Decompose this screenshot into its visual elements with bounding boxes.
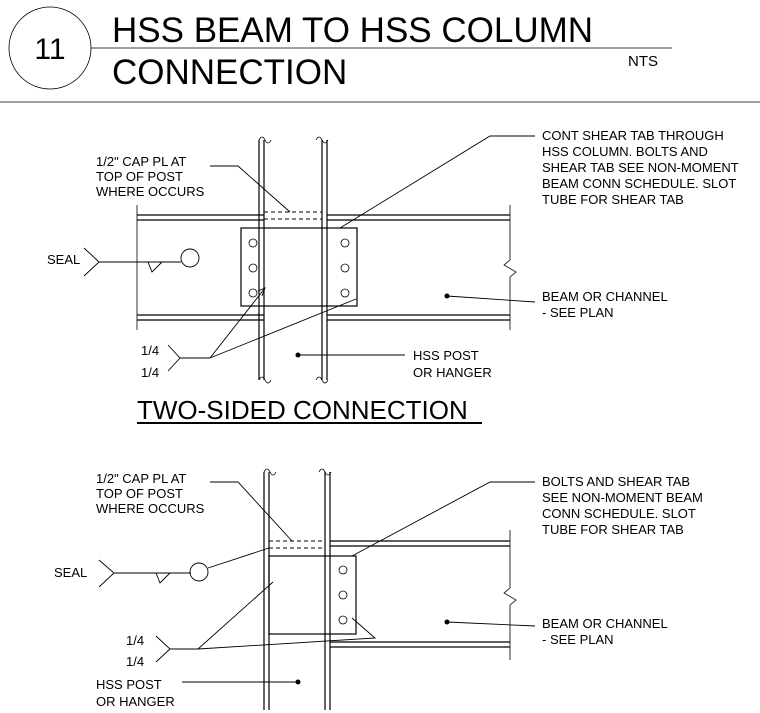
- detail-title-line1: HSS BEAM TO HSS COLUMN: [112, 11, 593, 50]
- bolt: [340, 288, 350, 298]
- hss-column-two-sided: [258, 136, 329, 384]
- bolt: [248, 238, 258, 248]
- beam-note: BEAM OR CHANNEL - SEE PLAN: [542, 289, 671, 320]
- two-sided-subtitle: TWO-SIDED CONNECTION: [137, 395, 468, 425]
- scale-label: NTS: [628, 53, 658, 70]
- weld-size-top: 1/4: [126, 633, 144, 648]
- beam-right: [327, 205, 517, 330]
- cap-plate-note: 1/2" CAP PL AT TOP OF POST WHERE OCCURS: [96, 154, 205, 199]
- weld-size-bottom: 1/4: [126, 654, 144, 669]
- hss-column-one-sided: [263, 468, 332, 710]
- weld-size-top: 1/4: [141, 343, 159, 358]
- field-weld-symbol: [189, 562, 209, 582]
- bolt: [248, 263, 258, 273]
- shear-tab-one-sided: [268, 555, 357, 635]
- weld-size-bottom: 1/4: [141, 365, 159, 380]
- detail-number: 11: [34, 33, 65, 66]
- two-sided-connection-detail: 1/2" CAP PL AT TOP OF POST WHERE OCCURS …: [47, 128, 742, 425]
- bolt: [338, 615, 348, 625]
- one-sided-connection-detail: 1/2" CAP PL AT TOP OF POST WHERE OCCURS …: [54, 468, 706, 710]
- title-block: 11 HSS BEAM TO HSS COLUMN CONNECTION NTS: [0, 6, 760, 103]
- post-note: HSS POST OR HANGER: [413, 348, 492, 380]
- bolt: [248, 288, 258, 298]
- field-weld-symbol: [180, 248, 200, 268]
- beam-one-sided: [330, 530, 517, 660]
- bolt: [338, 565, 348, 575]
- seal-label: SEAL: [47, 252, 80, 267]
- bolt: [340, 238, 350, 248]
- beam-left: [136, 205, 264, 330]
- beam-note: BEAM OR CHANNEL - SEE PLAN: [542, 616, 671, 647]
- bolt: [340, 263, 350, 273]
- shear-tab-note: BOLTS AND SHEAR TAB SEE NON-MOMENT BEAM …: [542, 474, 706, 537]
- cap-plate-note: 1/2" CAP PL AT TOP OF POST WHERE OCCURS: [96, 471, 205, 516]
- post-note: HSS POST OR HANGER: [96, 677, 175, 709]
- detail-title-line2: CONNECTION: [112, 53, 347, 92]
- bolt: [338, 590, 348, 600]
- shear-tab-note: CONT SHEAR TAB THROUGH HSS COLUMN. BOLTS…: [542, 128, 742, 207]
- shear-tab-two-sided: [240, 227, 358, 307]
- seal-label: SEAL: [54, 565, 87, 580]
